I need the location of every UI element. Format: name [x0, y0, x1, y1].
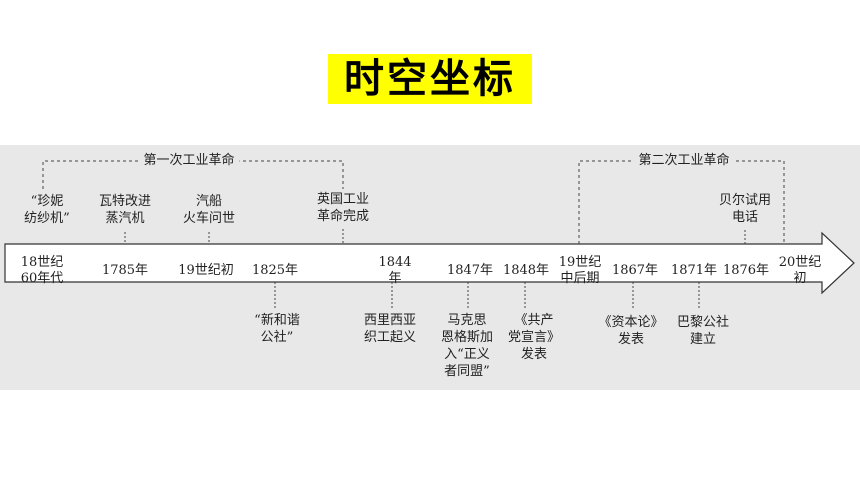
event-spinning-jenny: “珍妮 纺纱机”	[24, 194, 70, 226]
date-label: 19世纪 中后期	[558, 255, 602, 286]
date-label: 1785年	[101, 263, 149, 278]
date-label: 1867年	[611, 263, 659, 278]
event-silesian-weavers: 西里西亚 织工起义	[363, 313, 417, 345]
date-label: 18世纪 60年代	[20, 255, 64, 286]
event-communist-manifesto: 《共产 党宣言》 发表	[507, 313, 561, 362]
date-label: 1825年	[251, 263, 299, 278]
timeline-arrow	[4, 231, 855, 295]
date-label: 1844 年	[378, 255, 412, 286]
date-label: 1848年	[502, 263, 550, 278]
date-label: 1871年	[670, 263, 718, 278]
event-steamship-train: 汽船 火车问世	[182, 194, 236, 226]
date-label: 1876年	[722, 263, 770, 278]
event-watt-steam-engine: 瓦特改进 蒸汽机	[98, 194, 152, 226]
date-label: 20世纪 初	[778, 255, 822, 286]
timeline-panel: 第一次工业革命 第二次工业革命 “珍妮 纺纱机” 瓦特改进 蒸汽机 汽船 火车问…	[0, 145, 860, 390]
event-league-of-the-just: 马克思 恩格斯加 入“正义 者同盟”	[440, 313, 494, 379]
event-das-kapital: 《资本论》 发表	[598, 315, 664, 347]
first-revolution-label: 第一次工业革命	[138, 153, 240, 169]
timeline-graphic	[4, 160, 855, 310]
event-paris-commune: 巴黎公社 建立	[676, 315, 730, 347]
page-title: 时空坐标	[328, 54, 532, 104]
event-british-revolution-complete: 英国工业 革命完成	[316, 192, 370, 224]
date-label: 19世纪初	[178, 263, 234, 278]
event-bell-telephone: 贝尔试用 电话	[718, 193, 772, 225]
first-revolution-bracket	[42, 160, 344, 189]
date-label: 1847年	[446, 263, 494, 278]
second-revolution-label: 第二次工业革命	[633, 153, 735, 169]
event-new-harmony: “新和谐 公社”	[254, 313, 300, 345]
